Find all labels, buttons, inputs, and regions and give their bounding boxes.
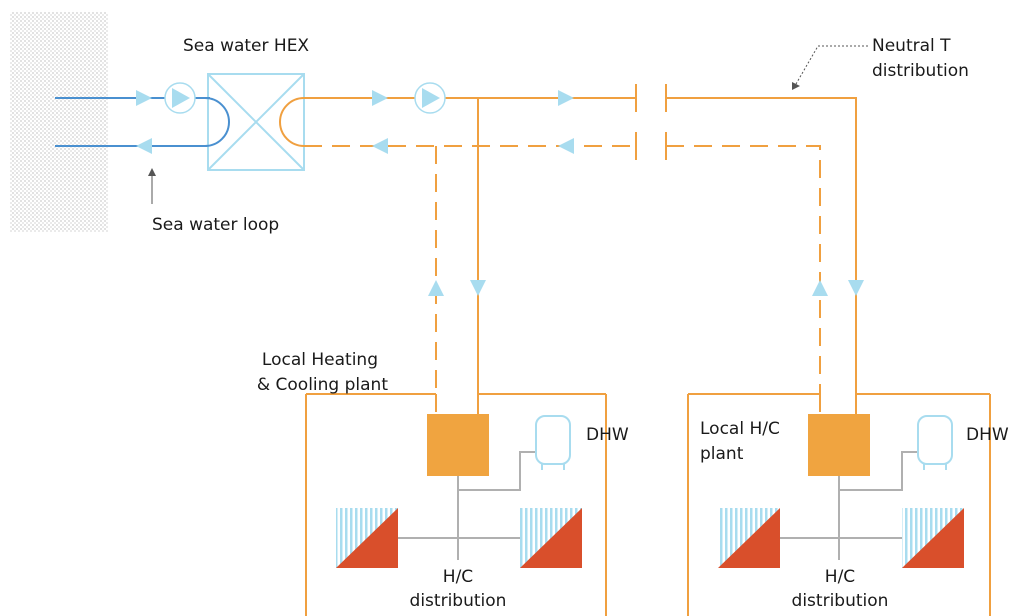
building-2-outline	[687, 393, 991, 616]
distribution-label-left: distribution	[409, 591, 507, 611]
flow-arrow-icon	[372, 90, 388, 106]
dhw-label-left: DHW	[586, 425, 629, 445]
pump-icon	[164, 82, 196, 114]
cooling-plant-label: & Cooling plant	[256, 375, 388, 395]
local-heating-label: Local Heating	[261, 350, 378, 370]
local-plant-1	[398, 394, 536, 560]
sea-water-hex	[205, 73, 305, 171]
dhw-tank-2-icon	[917, 415, 953, 470]
flow-arrow-icon	[136, 138, 152, 154]
building-1-outline	[305, 393, 607, 616]
flow-arrow-icon	[470, 280, 486, 296]
neutral-pointer	[792, 45, 868, 90]
local-hc-label: Local H/C	[700, 419, 780, 439]
hc-label-left: H/C	[442, 567, 474, 587]
plant-box	[427, 414, 489, 476]
distribution-label-right: distribution	[791, 591, 889, 611]
local-plant-2	[780, 394, 918, 560]
hc-label-right: H/C	[824, 567, 856, 587]
sea-area	[10, 12, 108, 232]
network-return-pipe	[304, 132, 821, 394]
flow-arrows	[372, 90, 864, 296]
sea-water-loop-label: Sea water loop	[152, 215, 280, 235]
sea-water-hex-label: Sea water HEX	[183, 36, 310, 56]
neutral-t-label: Neutral T	[872, 36, 951, 56]
flow-arrow-icon	[558, 138, 574, 154]
flow-arrow-icon	[812, 280, 828, 296]
dhw-label-right: DHW	[966, 425, 1009, 445]
sea-loop-pointer	[148, 168, 156, 204]
network-supply-pipe	[279, 84, 857, 394]
radiator-icon	[520, 508, 582, 568]
flow-arrow-icon	[428, 280, 444, 296]
flow-arrow-icon	[848, 280, 864, 296]
flow-arrow-icon	[372, 138, 388, 154]
dhw-tank-1-icon	[535, 415, 571, 470]
radiator-icon	[336, 508, 398, 568]
flow-arrow-icon	[136, 90, 152, 106]
pump-icon	[414, 82, 446, 114]
local-hc-plant-label: plant	[700, 444, 744, 464]
neutral-distribution-label: distribution	[872, 61, 969, 81]
plant-box	[808, 414, 870, 476]
flow-arrow-icon	[558, 90, 574, 106]
radiator-icon	[902, 508, 964, 568]
radiator-icon	[718, 508, 780, 568]
